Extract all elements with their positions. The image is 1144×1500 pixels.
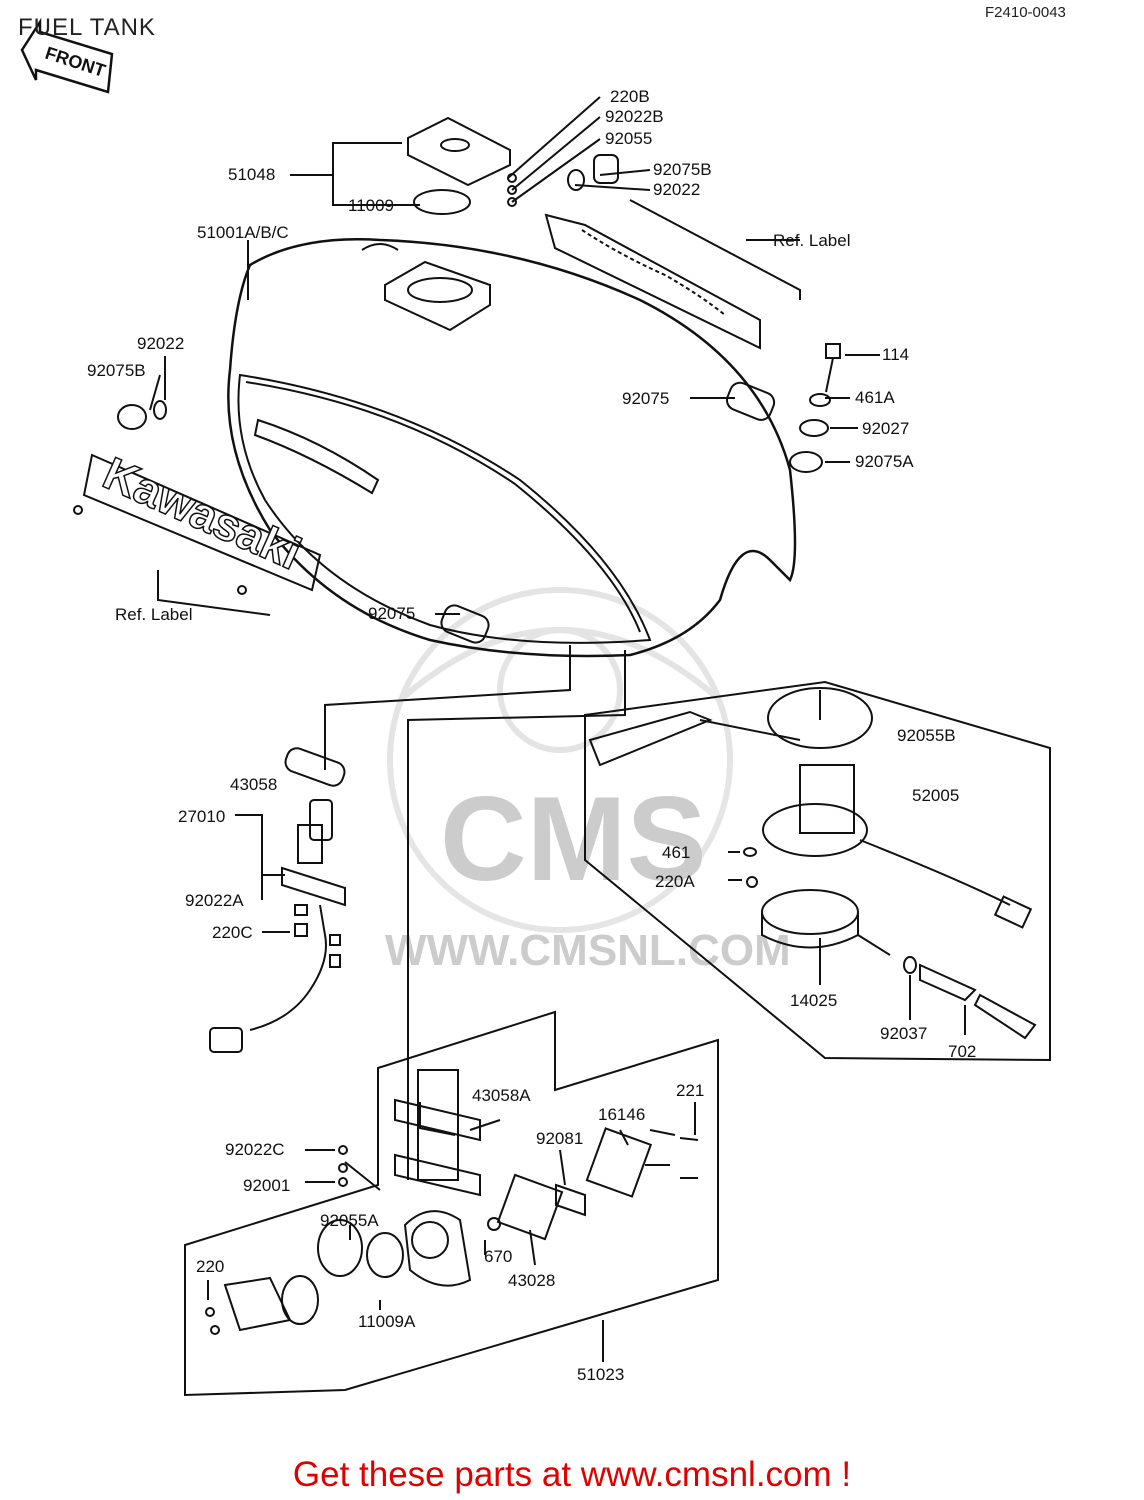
sender-unit-flange: [762, 803, 868, 857]
diagram-title: FUEL TANK: [18, 14, 156, 41]
part-label-220[interactable]: 220: [196, 1257, 225, 1276]
part-label-92081[interactable]: 92081: [536, 1129, 584, 1148]
part-label-52005[interactable]: 52005: [912, 786, 960, 805]
petcock-gasket: [394, 1098, 481, 1142]
footer-link-text[interactable]: Get these parts at www.cmsnl.com !: [292, 1455, 852, 1494]
part-label-14025[interactable]: 14025: [790, 991, 838, 1010]
kawasaki-emblem: [82, 453, 322, 592]
part-label-220A[interactable]: 220A: [655, 872, 695, 891]
tank-side-strip: [253, 418, 380, 495]
sender-cup: [761, 889, 859, 935]
part-label-92022-left[interactable]: 92022: [137, 334, 185, 353]
part-label-92022B[interactable]: 92022B: [605, 107, 664, 126]
part-label-220B[interactable]: 220B: [610, 87, 650, 106]
sender-gasket: [767, 687, 873, 749]
front-arrow: [20, 17, 114, 94]
part-label-51023[interactable]: 51023: [577, 1365, 625, 1384]
part-label-43058[interactable]: 43058: [230, 775, 278, 794]
fuel-tank-body: [227, 238, 797, 658]
part-label-92075B-top[interactable]: 92075B: [653, 160, 712, 179]
petcock-body: [403, 1210, 472, 1287]
part-label-11009A[interactable]: 11009A: [358, 1312, 416, 1331]
part-label-51048[interactable]: 51048: [228, 165, 276, 184]
part-label-92075-right[interactable]: 92075: [622, 389, 670, 408]
part-label-43028[interactable]: 43028: [508, 1271, 556, 1290]
part-label-702[interactable]: 702: [948, 1042, 977, 1061]
sender-box: [584, 680, 1051, 1062]
part-label-92075A[interactable]: 92075A: [855, 452, 914, 471]
ref-label-plate: [544, 213, 761, 350]
ref-label-left[interactable]: Ref. Label: [115, 605, 193, 624]
part-label-92055A[interactable]: 92055A: [320, 1211, 379, 1230]
part-label-92022-top[interactable]: 92022: [653, 180, 701, 199]
fuel-cap: [407, 116, 511, 187]
tank-side-panel: [237, 373, 652, 644]
part-label-92037[interactable]: 92037: [880, 1024, 928, 1043]
watermark-brand: CMS: [440, 772, 707, 906]
watermark-url: WWW.CMSNL.COM: [385, 926, 791, 975]
part-label-461[interactable]: 461: [662, 843, 691, 862]
pump-plate: [281, 866, 346, 907]
part-label-92055B[interactable]: 92055B: [897, 726, 956, 745]
part-label-51001[interactable]: 51001A/B/C: [197, 223, 289, 242]
part-label-43058A[interactable]: 43058A: [472, 1086, 531, 1105]
part-label-92055[interactable]: 92055: [605, 129, 653, 148]
part-label-92075-bottom[interactable]: 92075: [368, 604, 416, 623]
cap-gasket: [413, 189, 471, 215]
part-label-220C[interactable]: 220C: [212, 923, 253, 942]
pump-gasket: [284, 747, 346, 787]
petcock-lever: [223, 1276, 292, 1332]
watermark-logo: [387, 587, 733, 933]
part-label-27010[interactable]: 27010: [178, 807, 226, 826]
part-label-16146[interactable]: 16146: [598, 1105, 646, 1124]
ref-label-top[interactable]: Ref. Label: [773, 231, 851, 250]
part-label-92001[interactable]: 92001: [243, 1176, 291, 1195]
petcock-box: [184, 1010, 719, 1397]
part-label-92022C[interactable]: 92022C: [225, 1140, 285, 1159]
part-label-670[interactable]: 670: [484, 1247, 513, 1266]
part-label-92022A[interactable]: 92022A: [185, 891, 244, 910]
part-label-92027[interactable]: 92027: [862, 419, 910, 438]
petcock-cover: [496, 1173, 564, 1241]
part-label-221[interactable]: 221: [676, 1081, 705, 1100]
part-label-461A[interactable]: 461A: [855, 388, 895, 407]
filler-cap-seat: [384, 260, 491, 332]
sender-float: [588, 710, 713, 767]
part-label-11009[interactable]: 11009: [348, 196, 395, 215]
part-label-92075B-left[interactable]: 92075B: [87, 361, 146, 380]
diagram-code: F2410-0043: [985, 4, 1066, 21]
part-label-114[interactable]: 114: [882, 345, 910, 364]
